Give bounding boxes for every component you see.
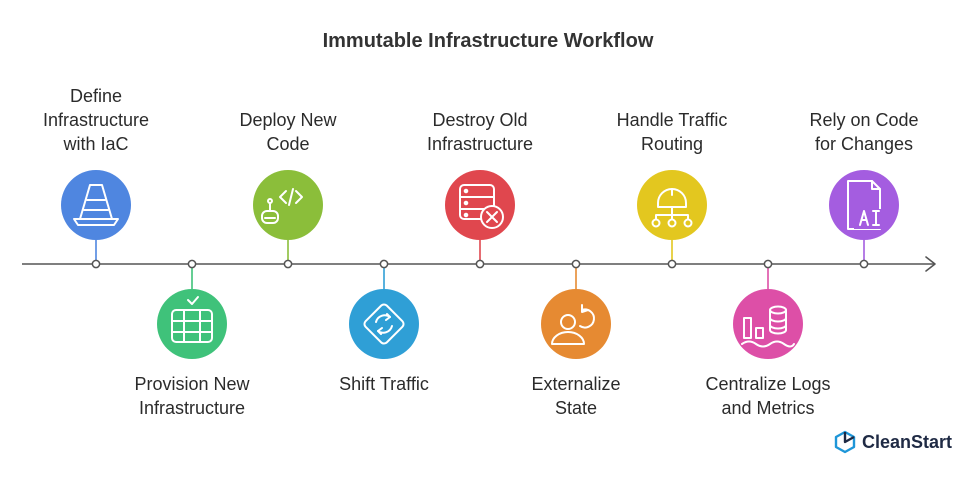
server-rack-icon <box>171 296 213 343</box>
step-label-line: Code <box>266 134 310 154</box>
person-cycle-icon <box>551 304 595 345</box>
step-circle <box>349 289 419 359</box>
step-circle <box>445 170 515 240</box>
step-label-line: Routing <box>640 134 704 154</box>
step-label-line: for Changes <box>814 134 914 154</box>
step-label-line: Shift Traffic <box>339 374 429 394</box>
timeline-node <box>91 259 101 269</box>
step-label-line: and Metrics <box>721 398 815 418</box>
step-label-line: Define <box>69 86 123 106</box>
timeline-node <box>475 259 485 269</box>
timeline-node <box>667 259 677 269</box>
diagram-title: Immutable Infrastructure Workflow <box>322 30 654 52</box>
step-label-line: State <box>554 398 598 418</box>
ai-document-icon <box>847 180 882 230</box>
step-label-line: Centralize Logs <box>705 374 831 394</box>
timeline-node <box>283 259 293 269</box>
chart-database-icon <box>741 305 795 348</box>
step-label-line: Externalize <box>531 374 621 394</box>
step-circle <box>637 170 707 240</box>
timeline-node <box>379 259 389 269</box>
step-label-line: with IaC <box>63 134 129 154</box>
step-circle <box>61 170 131 240</box>
step-label-line: Infrastructure <box>42 110 150 130</box>
routing-network-icon <box>651 188 693 228</box>
step-label-line: Deploy New <box>239 110 337 130</box>
step-circle <box>157 289 227 359</box>
timeline-node <box>859 259 869 269</box>
cleanstart-logo-icon <box>834 430 856 454</box>
step-circle <box>541 289 611 359</box>
timeline-node <box>763 259 773 269</box>
step-label-line: Handle Traffic <box>616 110 728 130</box>
step-label: Rely on Code for Changes <box>774 108 954 156</box>
traffic-cone-icon <box>73 184 119 226</box>
timeline-node <box>571 259 581 269</box>
timeline-arrowhead <box>925 256 936 272</box>
step-label-line: Rely on Code <box>809 110 919 130</box>
code-robot-icon <box>261 188 303 224</box>
step-label: Shift Traffic <box>294 372 474 396</box>
server-remove-icon <box>459 184 504 229</box>
step-label-line: Provision New <box>134 374 250 394</box>
step-label-line: Destroy Old <box>432 110 528 130</box>
refresh-diamond-icon <box>363 303 405 345</box>
step-label: Centralize Logs and Metrics <box>678 372 858 420</box>
timeline-node <box>187 259 197 269</box>
step-label-line: Infrastructure <box>426 134 534 154</box>
brand-name: CleanStart <box>861 431 952 452</box>
brand-logo: CleanStart <box>834 430 952 454</box>
step-label-line: Infrastructure <box>138 398 246 418</box>
